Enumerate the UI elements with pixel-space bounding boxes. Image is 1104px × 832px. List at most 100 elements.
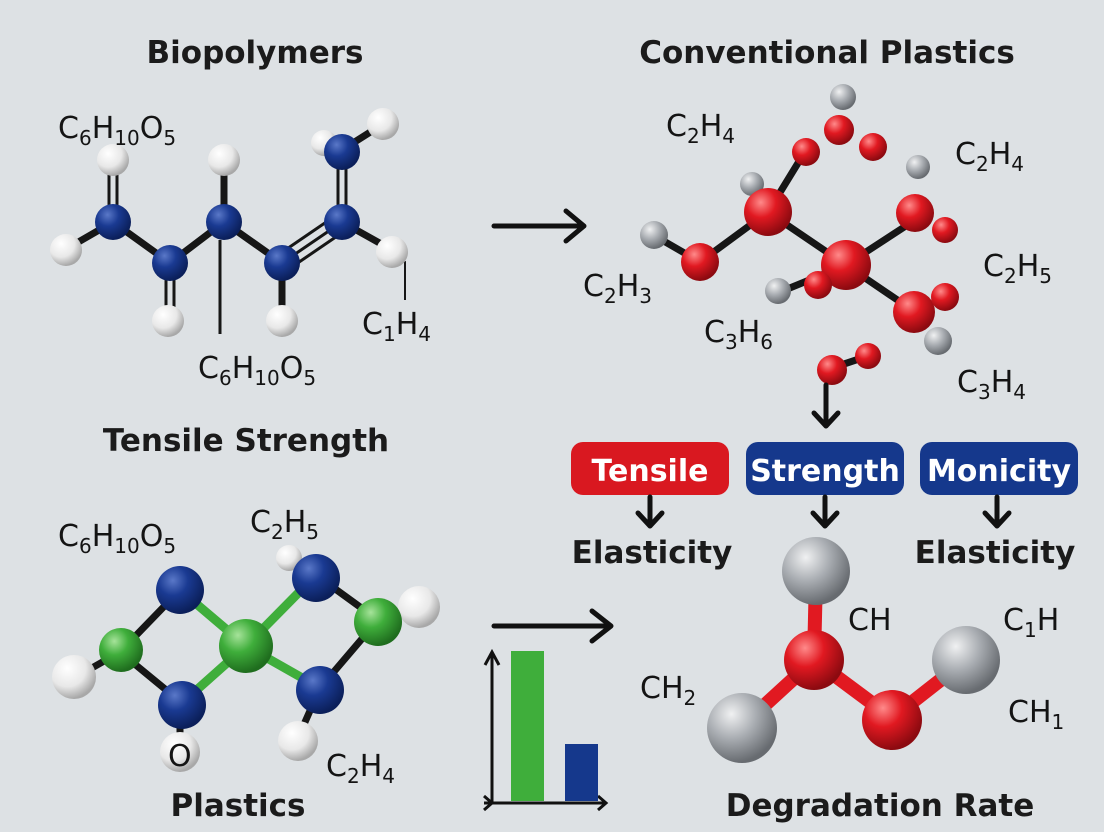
formula-element: C bbox=[583, 269, 604, 304]
formula-subscript: 2 bbox=[976, 152, 989, 176]
formula-plast-c2h5: C2H5 bbox=[250, 505, 319, 544]
red-atom bbox=[824, 115, 854, 145]
formula-subscript: 2 bbox=[1004, 264, 1017, 288]
gray-atom bbox=[765, 278, 791, 304]
elasticity-right-label: Elasticity bbox=[915, 535, 1076, 571]
formula-element: H bbox=[284, 505, 307, 540]
formula-element: H bbox=[396, 307, 419, 342]
formula-bio-right: C1H4 bbox=[362, 307, 431, 346]
hydrogen-atom bbox=[367, 108, 399, 140]
formula-element: H bbox=[617, 269, 640, 304]
down-arrow-monicity bbox=[982, 494, 1012, 529]
pill-monicity: Monicity bbox=[920, 442, 1078, 495]
hydrogen-atom bbox=[52, 655, 96, 699]
formula-element: C bbox=[704, 315, 725, 350]
down-arrow-tensile bbox=[635, 494, 665, 529]
blue-atom bbox=[296, 666, 344, 714]
formula-subscript: 5 bbox=[163, 534, 176, 558]
formula-c3h4: C3H4 bbox=[957, 365, 1026, 404]
formula-bio-bottom: C6H10O5 bbox=[198, 351, 316, 390]
red-atom bbox=[804, 271, 832, 299]
plastics-heading: Plastics bbox=[171, 788, 306, 824]
hydrogen-atom bbox=[398, 586, 440, 628]
red-atom bbox=[681, 243, 719, 281]
hydrogen-atom bbox=[50, 234, 82, 266]
gray-atom bbox=[782, 537, 850, 605]
gray-atom bbox=[707, 693, 777, 763]
formula-element: H bbox=[738, 315, 761, 350]
red-atom bbox=[744, 188, 792, 236]
formula-element: H bbox=[1037, 603, 1060, 638]
formula-c2h3: C2H3 bbox=[583, 269, 652, 308]
formula-element: C bbox=[58, 111, 79, 146]
hydrogen-atom bbox=[160, 732, 200, 772]
biopolymers-heading: Biopolymers bbox=[147, 35, 364, 71]
formula-c2h4-a: C2H4 bbox=[666, 109, 735, 148]
formula-subscript: 2 bbox=[684, 686, 697, 710]
chart-y-axis-arrow bbox=[483, 648, 501, 666]
formula-subscript: 6 bbox=[79, 126, 92, 150]
formula-element: H bbox=[232, 351, 255, 386]
formula-subscript: 3 bbox=[978, 380, 991, 404]
green-atom bbox=[99, 628, 143, 672]
red-atom bbox=[784, 630, 844, 690]
formula-subscript: 5 bbox=[303, 366, 316, 390]
formula-deg-ch2: CH2 bbox=[640, 671, 696, 710]
formula-subscript: 1 bbox=[1052, 710, 1065, 734]
blue-atom bbox=[95, 204, 131, 240]
formula-subscript: 2 bbox=[687, 124, 700, 148]
formula-element: C bbox=[362, 307, 383, 342]
formula-element: C bbox=[1003, 603, 1024, 638]
formula-element: H bbox=[360, 749, 383, 784]
hydrogen-atom bbox=[208, 144, 240, 176]
red-atom bbox=[893, 291, 935, 333]
formula-subscript: 5 bbox=[1039, 264, 1052, 288]
plastics-molecule bbox=[52, 545, 440, 772]
hydrogen-atom bbox=[97, 144, 129, 176]
gray-atom bbox=[640, 221, 668, 249]
formula-element: CH bbox=[848, 603, 892, 638]
blue-atom bbox=[264, 245, 300, 281]
formula-deg-ch: CH bbox=[848, 603, 892, 638]
formula-element: H bbox=[991, 365, 1014, 400]
gray-atom bbox=[740, 172, 764, 196]
red-atom bbox=[862, 690, 922, 750]
chart-x-axis-arrow-left bbox=[483, 794, 495, 812]
degradation-molecule bbox=[707, 537, 1000, 763]
degradation-rate-heading: Degradation Rate bbox=[726, 788, 1035, 824]
tensile-strength-heading: Tensile Strength bbox=[103, 423, 389, 459]
formula-deg-ch1: CH1 bbox=[1008, 695, 1064, 734]
formula-subscript: 2 bbox=[347, 764, 360, 788]
formula-subscript: 4 bbox=[1011, 152, 1024, 176]
hydrogen-atom bbox=[152, 305, 184, 337]
formula-subscript: 6 bbox=[219, 366, 232, 390]
right-arrow-top bbox=[491, 208, 587, 244]
chart-bar bbox=[565, 744, 598, 801]
formula-subscript: 5 bbox=[306, 520, 319, 544]
pill-strength: Strength bbox=[746, 442, 904, 495]
formula-element: C bbox=[198, 351, 219, 386]
formula-subscript: 2 bbox=[604, 284, 617, 308]
formula-c2h5: C2H5 bbox=[983, 249, 1052, 288]
formula-plast-o: O bbox=[168, 739, 192, 774]
formula-plast-c2h4: C2H4 bbox=[326, 749, 395, 788]
formula-element: C bbox=[957, 365, 978, 400]
formula-deg-c1h: C1H bbox=[1003, 603, 1059, 642]
formula-subscript: 6 bbox=[760, 330, 773, 354]
formula-element: C bbox=[983, 249, 1004, 284]
pill-tensile: Tensile bbox=[571, 442, 729, 495]
hydrogen-atom bbox=[278, 721, 318, 761]
gray-atom bbox=[924, 327, 952, 355]
hydrogen-atom bbox=[376, 236, 408, 268]
gray-atom bbox=[830, 84, 856, 110]
red-atom bbox=[792, 138, 820, 166]
hydrogen-atom bbox=[266, 305, 298, 337]
formula-c3h6: C3H6 bbox=[704, 315, 773, 354]
formula-bio-top: C6H10O5 bbox=[58, 111, 176, 150]
degradation-bar-chart bbox=[483, 648, 609, 812]
red-atom bbox=[817, 355, 847, 385]
formula-element: CH bbox=[640, 671, 684, 706]
pill-strength-label: Strength bbox=[750, 454, 900, 489]
gray-atom bbox=[932, 626, 1000, 694]
